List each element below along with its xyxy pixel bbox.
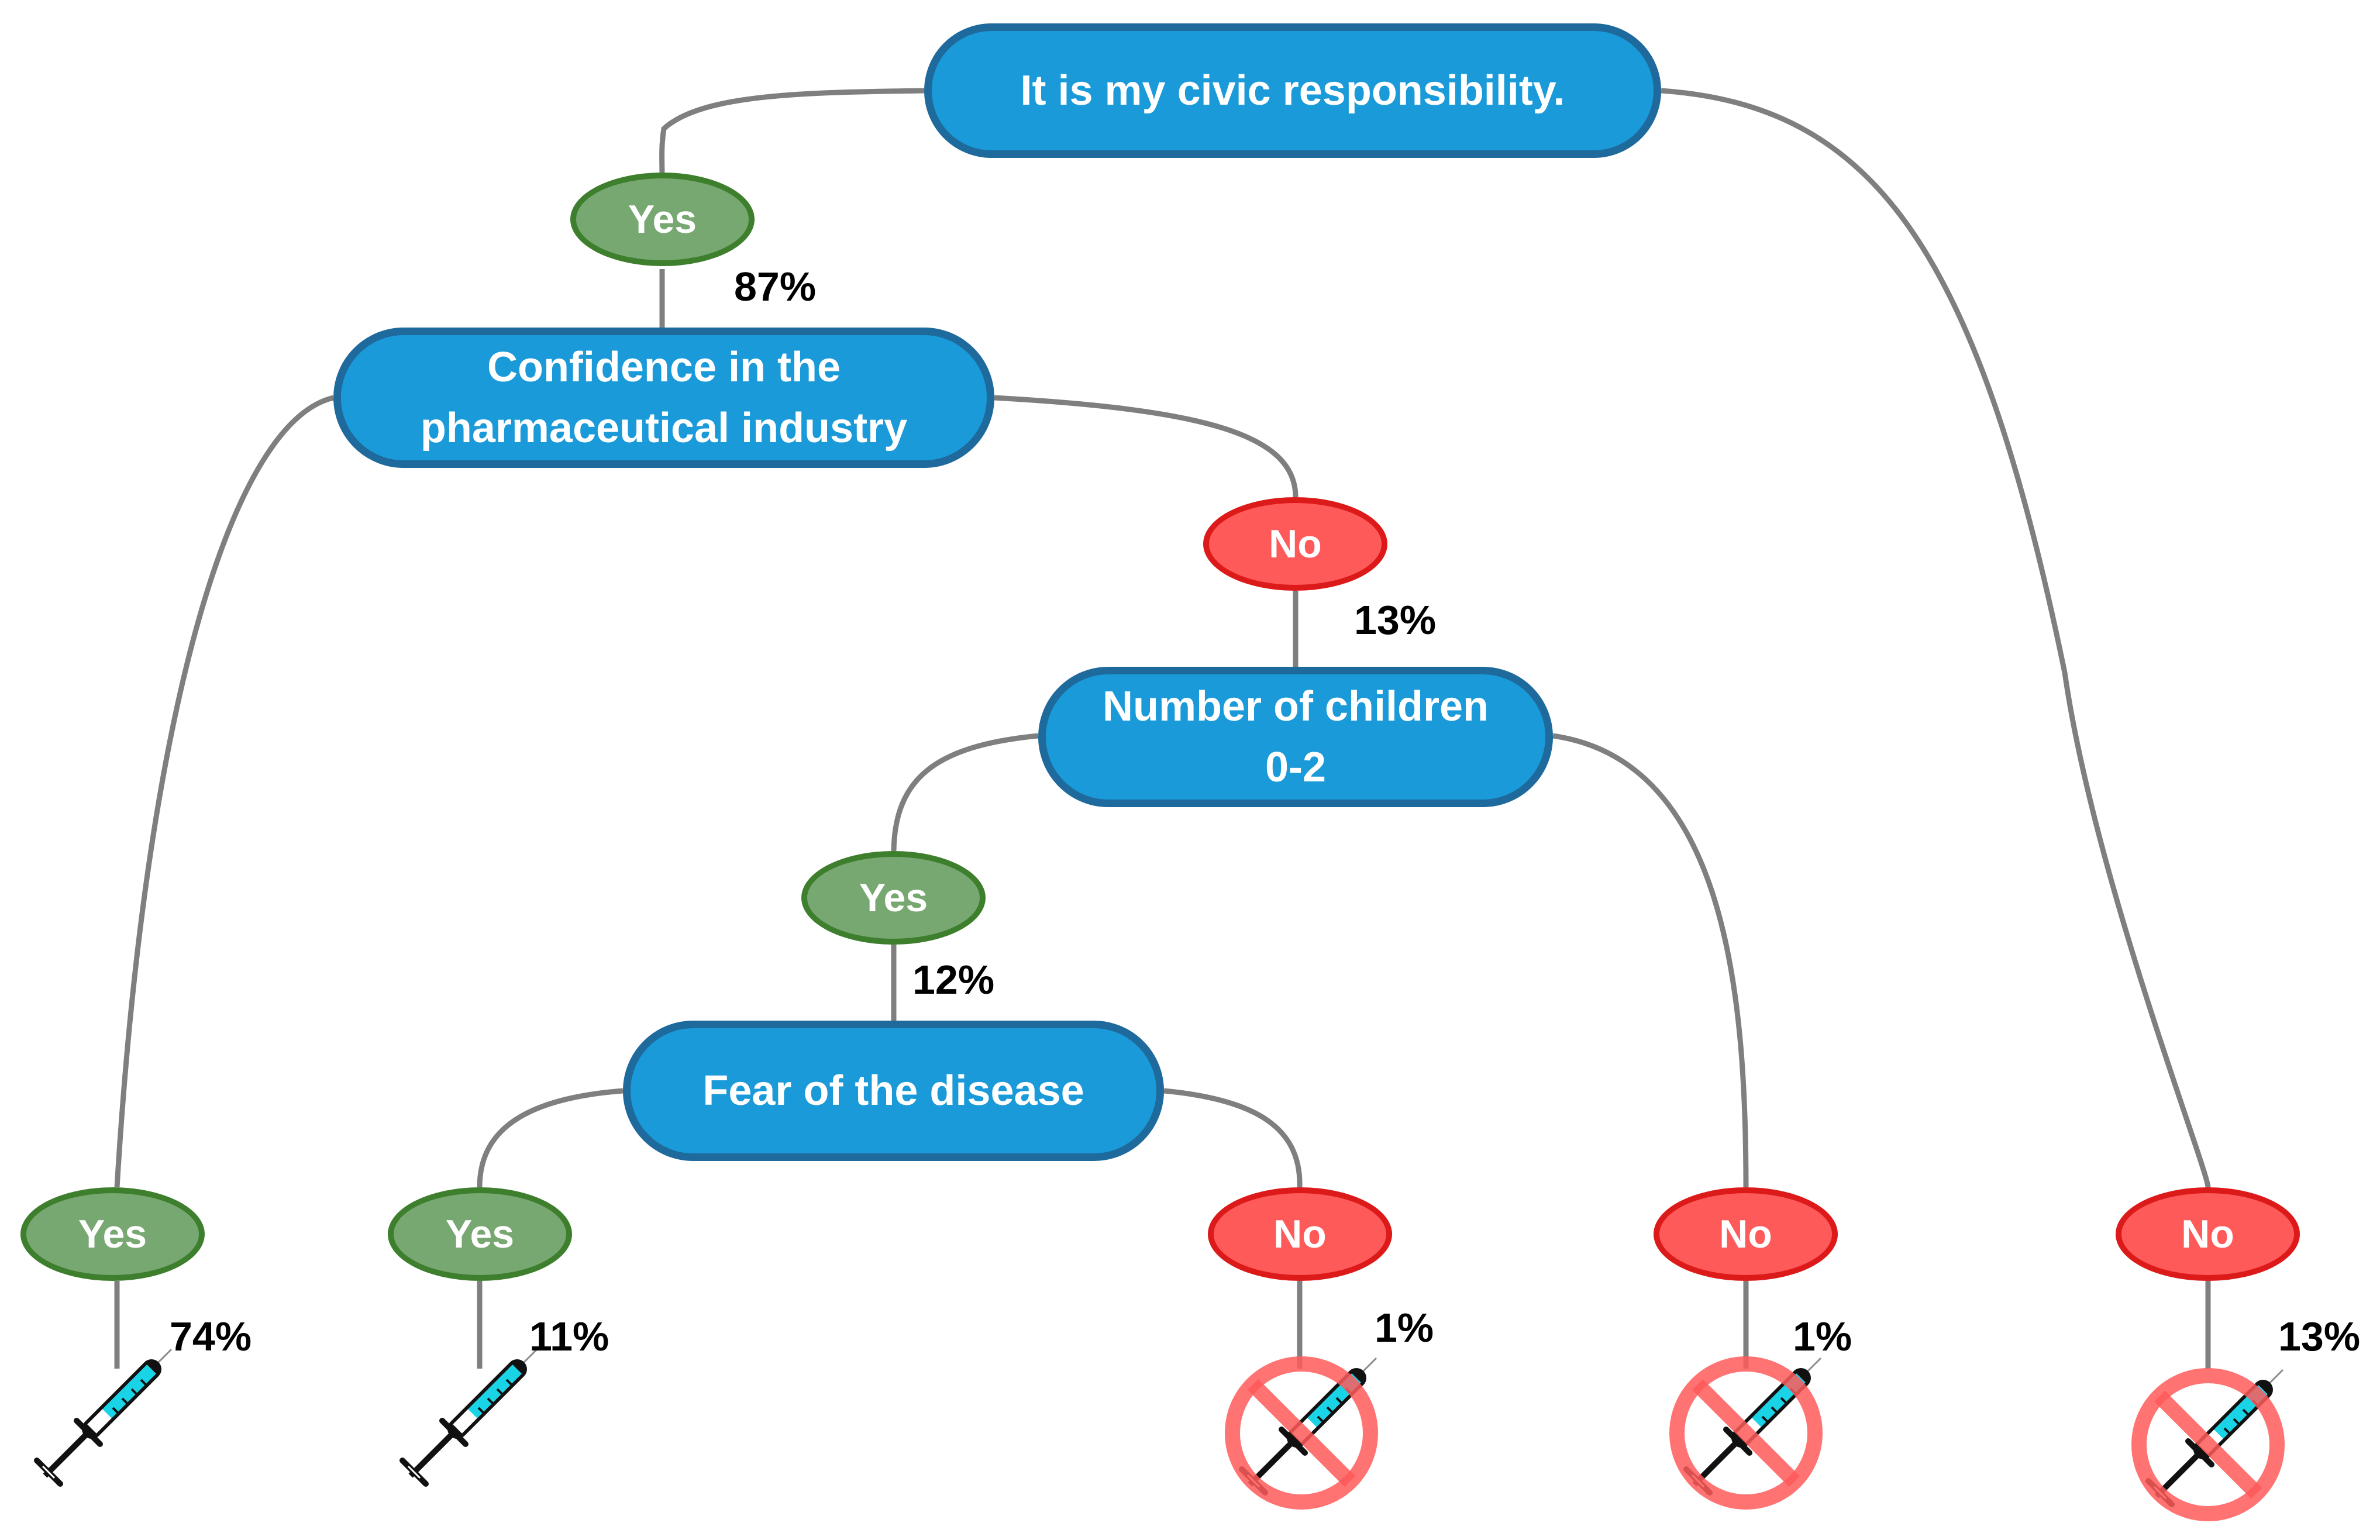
decision-children-label-line1: Number of children — [1102, 683, 1489, 730]
answer-fear-no-label: No — [1273, 1212, 1327, 1256]
connector-fear-yes — [477, 1088, 624, 1188]
decision-fear-label: Fear of the disease — [702, 1067, 1084, 1114]
decision-number-of-children: Number of children 0-2 — [1038, 667, 1553, 807]
percent-fear-no: 1% — [1375, 1305, 1434, 1350]
answer-children-yes-label: Yes — [859, 876, 928, 920]
connector-confidence-yes — [114, 395, 335, 1188]
vaccinated-syringe-icon — [37, 1349, 171, 1484]
answer-confidence-no-label: No — [1269, 522, 1322, 566]
connector-civic-yes — [659, 88, 925, 176]
decision-fear-of-disease: Fear of the disease — [623, 1021, 1164, 1161]
no-vaccination-icon — [1232, 1358, 1376, 1502]
percent-civic-yes: 87% — [734, 264, 817, 309]
percent-fear-yes: 11% — [529, 1314, 609, 1359]
decision-confidence-label-line1: Confidence in the — [487, 344, 841, 391]
answer-civic-no-label: No — [2181, 1212, 2234, 1256]
no-vaccination-icon — [1677, 1358, 1821, 1502]
decision-children-label-line2: 0-2 — [1265, 744, 1327, 791]
connector-children-no — [1552, 733, 1749, 1188]
no-vaccination-icon — [2139, 1370, 2283, 1514]
answer-fear-yes-label: Yes — [445, 1212, 515, 1256]
answer-civic-yes-label: Yes — [628, 197, 697, 242]
percent-children-no: 1% — [1793, 1314, 1852, 1359]
percent-civic-no: 13% — [2278, 1314, 2361, 1359]
connector-civic-no — [1661, 88, 2211, 1188]
decision-confidence-label-line2: pharmaceutical industry — [420, 405, 908, 452]
decision-civic-label: It is my civic responsibility. — [1020, 67, 1565, 114]
connector-fear-no — [1163, 1088, 1303, 1188]
answer-civic-no: No — [2116, 1187, 2300, 1281]
percent-confidence-yes: 74% — [170, 1314, 252, 1359]
percent-children-yes: 12% — [912, 957, 995, 1002]
decision-civic-responsibility: It is my civic responsibility. — [924, 23, 1661, 158]
answer-confidence-yes: Yes — [20, 1187, 205, 1281]
connector-confidence-no — [994, 395, 1299, 498]
answer-children-no: No — [1654, 1187, 1838, 1281]
answer-children-yes: Yes — [801, 851, 986, 945]
answer-civic-yes: Yes — [570, 173, 755, 266]
vaccinated-syringe-icon — [402, 1349, 537, 1484]
answer-confidence-yes-label: Yes — [78, 1212, 147, 1256]
answer-confidence-no: No — [1203, 497, 1387, 591]
answer-children-no-label: No — [1719, 1212, 1772, 1256]
decision-confidence-pharma: Confidence in the pharmaceutical industr… — [333, 328, 994, 468]
percent-confidence-no: 13% — [1354, 597, 1437, 643]
answer-fear-yes: Yes — [388, 1187, 572, 1281]
connector-children-yes — [891, 733, 1039, 852]
answer-fear-no: No — [1208, 1187, 1392, 1281]
